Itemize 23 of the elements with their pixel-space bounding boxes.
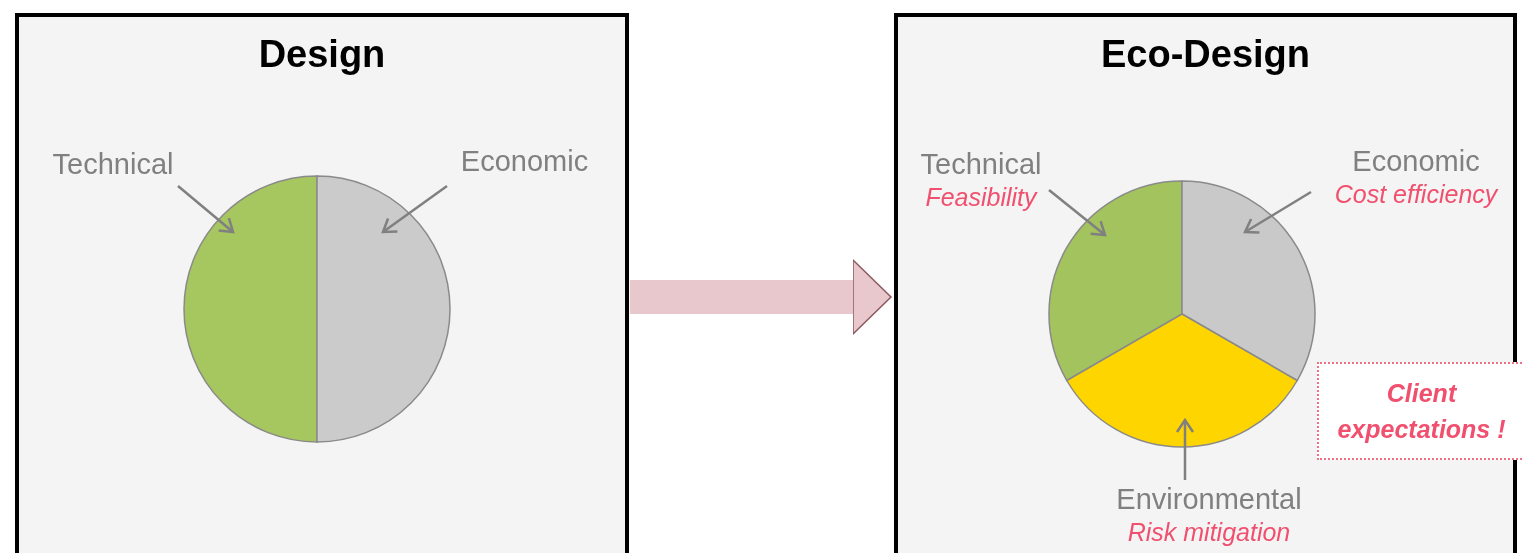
slice-label: Economic	[1352, 144, 1480, 179]
slice-subtitle: Feasibility	[925, 181, 1037, 213]
slice-subtitle: Risk mitigation	[1127, 516, 1291, 548]
panel-title: Eco-Design	[1099, 35, 1311, 73]
callout-note: Client expectations !	[1317, 362, 1522, 460]
pie-slice	[1181, 180, 1316, 382]
block-arrow	[630, 259, 892, 335]
pie-slice	[183, 175, 318, 443]
panel-title: Design	[257, 35, 387, 73]
slice-label: Environmental	[1116, 482, 1302, 517]
pie-slice	[316, 175, 451, 443]
slice-label: Technical	[920, 147, 1042, 182]
leader-arrow	[1048, 189, 1107, 237]
pie-slice	[1066, 313, 1298, 448]
leader-arrow	[381, 185, 448, 234]
leader-arrow	[177, 185, 235, 234]
slice-subtitle: Cost efficiency	[1334, 178, 1498, 210]
slice-label: Technical	[52, 147, 174, 182]
slice-label: Economic	[460, 144, 589, 179]
leader-arrow	[1175, 418, 1195, 480]
leader-arrow	[1243, 190, 1312, 234]
pie-slice	[1048, 180, 1183, 382]
panel	[15, 13, 629, 553]
